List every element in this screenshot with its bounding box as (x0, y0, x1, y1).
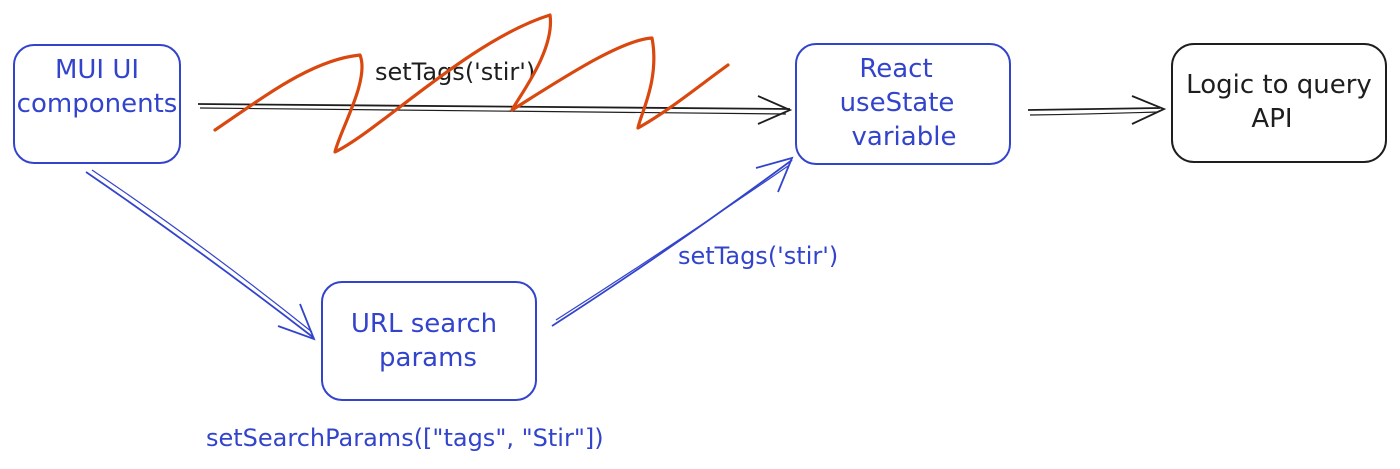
edge-react-to-logic-line-2 (1029, 111, 1159, 116)
edge-mui-to-url-line-2 (91, 169, 313, 333)
edge-mui-to-react-line (197, 103, 791, 110)
node-url-box (321, 281, 537, 401)
node-logic-line1: Logic to query (1186, 70, 1372, 100)
edge-url-to-react-line-2 (555, 165, 789, 321)
node-react-box (795, 43, 1011, 165)
node-url-search-params[interactable]: URL search params (321, 281, 537, 401)
node-react-line1: React (859, 54, 932, 84)
edge-react-to-logic-arrowhead (1131, 95, 1167, 125)
node-mui-ui-components[interactable]: MUI UI components (13, 44, 181, 164)
edge-mui-to-react-label: setTags('stir') (375, 58, 535, 86)
node-react-line3: variable (852, 122, 957, 152)
edge-mui-to-react-line-2 (199, 107, 787, 115)
node-url-line2: params (379, 343, 477, 373)
edge-mui-to-url-arrowhead (277, 303, 316, 341)
edge-mui-to-react-arrowhead (757, 95, 793, 125)
edge-mui-to-url: setSearchParams(["tags", "Stir"]) (85, 169, 604, 452)
edge-url-to-react-line (551, 159, 793, 327)
node-url-line1: URL search (351, 309, 497, 339)
node-mui-box (13, 44, 181, 164)
edge-url-to-react: setTags('stir') (551, 156, 838, 327)
edge-url-to-react-label: setTags('stir') (678, 242, 838, 270)
edge-mui-to-react: setTags('stir') (197, 13, 793, 154)
node-logic-to-query-api[interactable]: Logic to query API (1171, 43, 1387, 163)
node-mui-line1: MUI UI (55, 55, 139, 85)
node-logic-line2: API (1251, 104, 1292, 134)
node-mui-line2: components (17, 89, 178, 119)
edge-react-to-logic-line (1027, 107, 1161, 111)
strikethrough-scribble (213, 13, 730, 154)
node-react-line2: useState (840, 88, 955, 118)
node-logic-box (1171, 43, 1387, 163)
edge-react-to-logic (1027, 95, 1167, 125)
edge-url-to-react-arrowhead (755, 156, 794, 193)
edge-mui-to-url-label: setSearchParams(["tags", "Stir"]) (206, 424, 604, 452)
node-react-usestate[interactable]: React useState variable (795, 43, 1011, 165)
edge-mui-to-url-line (85, 171, 315, 339)
